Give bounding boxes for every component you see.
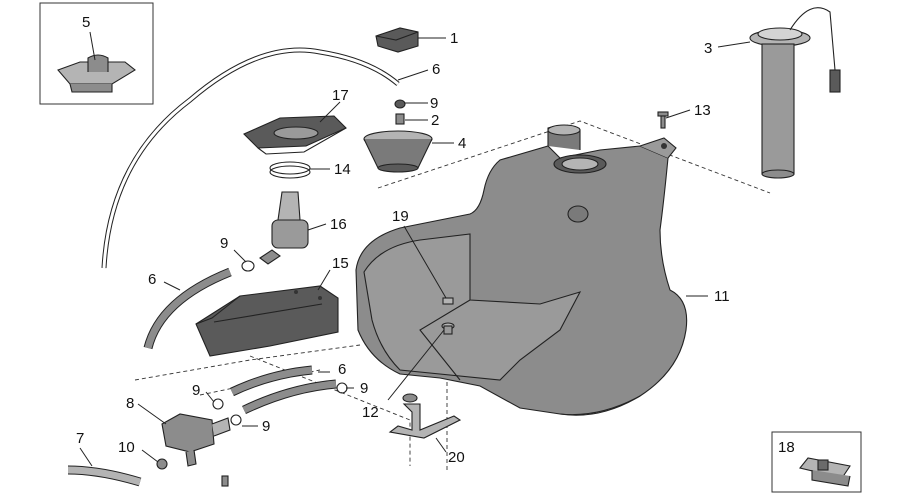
part-16-filter [259, 191, 309, 265]
callout-4: 4 [458, 135, 466, 152]
part-5-clip [57, 54, 136, 93]
callout-14: 14 [334, 161, 351, 178]
callout-6-left: 6 [148, 271, 156, 288]
callout-2: 2 [431, 112, 439, 129]
part-3-fuel-sender [749, 7, 841, 179]
part-13-screw [657, 111, 669, 129]
leader-lines [79, 31, 751, 467]
callout-13: 13 [694, 102, 711, 119]
callout-19: 19 [392, 208, 409, 225]
callout-8: 8 [126, 395, 134, 412]
callout-7: 7 [76, 430, 84, 447]
part-12-bushing [441, 322, 455, 335]
callout-10: 10 [118, 439, 135, 456]
part-11-fuel-tank [355, 124, 688, 416]
callout-15: 15 [332, 255, 349, 272]
inset-box-part-5 [39, 2, 154, 105]
part-14-clamp [269, 161, 311, 179]
callout-20: 20 [448, 449, 465, 466]
part-18-clip [799, 457, 851, 487]
callout-11: 11 [714, 288, 730, 305]
callout-1: 1 [450, 30, 458, 47]
part-19-bolt [442, 297, 454, 305]
part-20-bracket [388, 393, 462, 439]
callout-labels: 1 2 3 4 5 6 6 6 7 8 9 9 9 9 9 10 11 12 1… [76, 14, 795, 466]
callout-9-top: 9 [430, 95, 438, 112]
part-17-gasket [243, 115, 347, 155]
part-10-clamp [156, 458, 168, 470]
callout-9-left: 9 [220, 235, 228, 252]
callout-9-lower: 9 [262, 418, 270, 435]
part-9-clamp-top [394, 99, 406, 109]
part-1-cap [375, 27, 419, 53]
callout-6-lower: 6 [338, 361, 346, 378]
callout-9-right: 9 [360, 380, 368, 397]
part-8-fuel-valve [161, 413, 231, 467]
callout-16: 16 [330, 216, 347, 233]
part-9-clamp-left [241, 260, 255, 272]
inset-box-part-18 [771, 431, 862, 493]
callout-3: 3 [704, 40, 712, 57]
callout-17: 17 [332, 87, 349, 104]
valve-screw [221, 475, 229, 487]
part-15-cover [195, 285, 339, 357]
part-6-long-hose [101, 47, 400, 269]
callout-9-lower-left: 9 [192, 382, 200, 399]
part-4-strainer [363, 130, 433, 173]
callout-6-top: 6 [432, 61, 440, 78]
callout-18: 18 [778, 439, 795, 456]
callout-12: 12 [362, 404, 379, 421]
callout-5: 5 [82, 14, 90, 31]
part-2-nipple [395, 113, 405, 125]
